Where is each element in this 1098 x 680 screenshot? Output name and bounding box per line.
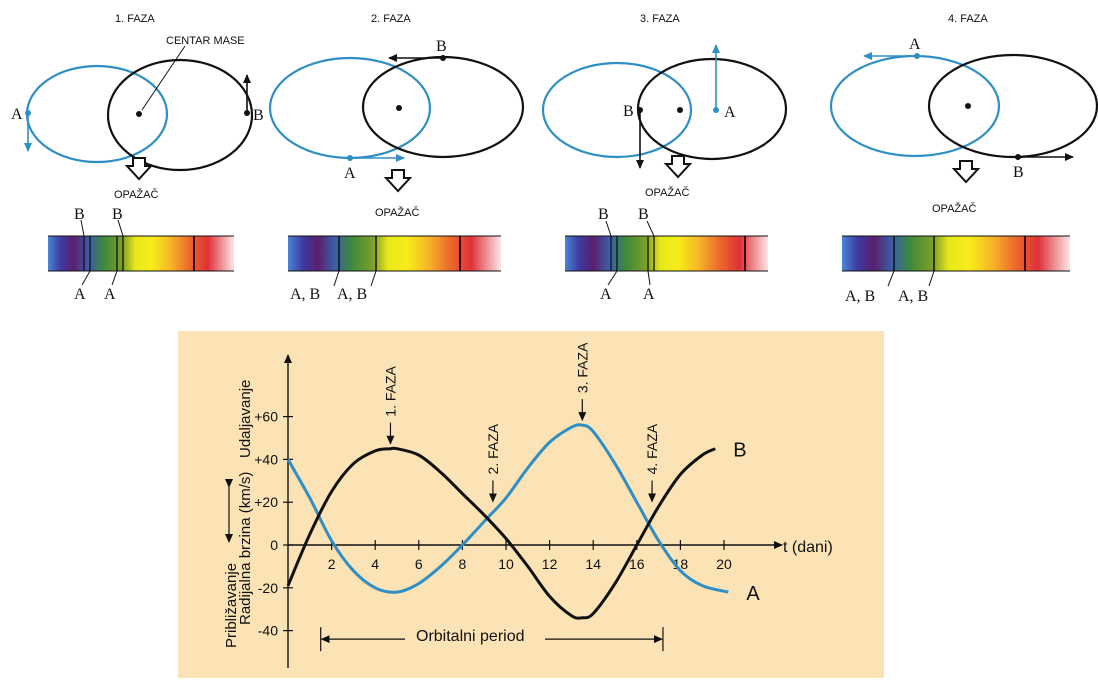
phase-marker-label-3: 3. FAZA (574, 342, 590, 393)
center-of-mass-dot (677, 107, 683, 113)
observer-label: OPAŽAČ (114, 188, 158, 201)
star-b-label: B (1013, 164, 1024, 181)
x-tick-label: 8 (459, 556, 467, 572)
series-label-a: A (746, 583, 760, 605)
orbit-a (25, 64, 169, 164)
orbit-b (636, 57, 788, 161)
series-label-b: B (733, 440, 746, 462)
series-line-a (286, 423, 729, 594)
center-of-mass-pointer (141, 45, 186, 111)
x-tick-label: 6 (415, 556, 423, 572)
spectrum-band (48, 236, 234, 271)
spectral-line-label: A, B (898, 288, 928, 305)
observer-label: OPAŽAČ (375, 206, 419, 219)
star-a-label: A (11, 106, 23, 123)
series-line-b (286, 446, 716, 620)
spectral-line-label: A, B (845, 288, 875, 305)
spectrum-band (288, 236, 501, 271)
center-of-mass-dot (136, 111, 142, 117)
orbit-a (541, 61, 693, 159)
phase-4-panel: 4. FAZA A B OPAŽAČ A, B A, B (829, 13, 1098, 305)
spectral-line-label: A, B (337, 286, 367, 303)
spectral-line-label: A (74, 286, 86, 303)
label-pointer (80, 219, 85, 237)
star-b-label: B (253, 107, 264, 124)
label-pointer (928, 270, 935, 287)
observer-arrow-icon (951, 160, 981, 184)
phase-2-title: 2. FAZA (371, 13, 411, 25)
observer-arrow-icon (124, 157, 154, 181)
phase-3-panel: 3. FAZA B A OPAŽAČ B B A A (541, 13, 788, 303)
phase-1-title: 1. FAZA (115, 13, 155, 25)
y-tick-label: -20 (258, 580, 278, 596)
spectral-line-label: A (643, 286, 655, 303)
label-pointer (81, 270, 91, 286)
y-axis-label: Radijalna brzina (km/s) (237, 472, 254, 625)
observer-label: OPAŽAČ (645, 186, 689, 199)
star-a-label: A (909, 36, 921, 53)
label-pointer (647, 270, 651, 286)
x-tick-label: 14 (585, 556, 601, 572)
star-b-label: B (623, 103, 634, 120)
phase-4-title: 4. FAZA (948, 13, 988, 25)
label-pointer (111, 270, 118, 286)
period-label: Orbitalni period (416, 628, 525, 645)
star-a-label: A (724, 104, 736, 121)
orbit-b (927, 53, 1098, 159)
chart-background (178, 331, 884, 678)
phase-marker-label-4: 4. FAZA (644, 423, 660, 474)
spectral-line-label: B (598, 206, 609, 223)
y-tick-label: +60 (254, 409, 278, 425)
x-tick-label: 10 (498, 556, 514, 572)
label-pointer (607, 270, 618, 286)
x-tick-label: 2 (328, 556, 336, 572)
phase-marker-label-1: 1. FAZA (382, 365, 398, 416)
label-pointer (887, 270, 895, 287)
x-tick-label: 16 (629, 556, 645, 572)
center-of-mass-dot (965, 103, 971, 109)
star-a-label: A (344, 165, 356, 182)
y-axis-label-receding: Udaljavanje (237, 380, 254, 458)
phase-3-title: 3. FAZA (640, 13, 680, 25)
x-tick-label: 20 (716, 556, 732, 572)
orbit-a (829, 54, 1001, 158)
y-axis-label-approaching: Približavanje (223, 563, 240, 648)
y-tick-label: +40 (254, 451, 278, 467)
orbit-b (361, 55, 525, 159)
phase-1-panel: 1. FAZA CENTAR MASE A B OPAŽAČ B B A A (11, 13, 264, 303)
spectrum-band (842, 236, 1070, 271)
y-tick-label: -40 (258, 623, 278, 639)
spectral-line-label: B (74, 206, 85, 223)
spectral-line-label: A (600, 286, 612, 303)
observer-arrow-icon (663, 155, 693, 179)
star-b-label: B (436, 38, 447, 55)
label-pointer (646, 220, 655, 237)
orbit-a (268, 56, 432, 160)
center-of-mass-dot (396, 105, 402, 111)
x-tick-label: 12 (542, 556, 558, 572)
spectral-line-label: A, B (290, 286, 320, 303)
y-tick-label: 0 (270, 537, 278, 553)
x-tick-label: 4 (371, 556, 379, 572)
y-tick-label: +20 (254, 494, 278, 510)
center-of-mass-label: CENTAR MASE (166, 35, 245, 47)
x-axis-label: t (dani) (783, 539, 833, 556)
label-pointer (333, 270, 340, 287)
observer-arrow-icon (383, 169, 413, 193)
phase-marker-label-2: 2. FAZA (485, 423, 501, 474)
label-pointer (605, 220, 612, 237)
label-pointer (117, 219, 124, 237)
label-pointer (370, 270, 377, 287)
phase-2-panel: 2. FAZA B A OPAŽAČ A, B A, B (268, 13, 525, 303)
spectral-line-label: B (638, 206, 649, 223)
orbit-b (106, 58, 254, 172)
spectral-line-label: A (104, 286, 116, 303)
observer-label: OPAŽAČ (932, 202, 976, 215)
spectrum-band (565, 236, 768, 271)
spectral-line-label: B (112, 206, 123, 223)
